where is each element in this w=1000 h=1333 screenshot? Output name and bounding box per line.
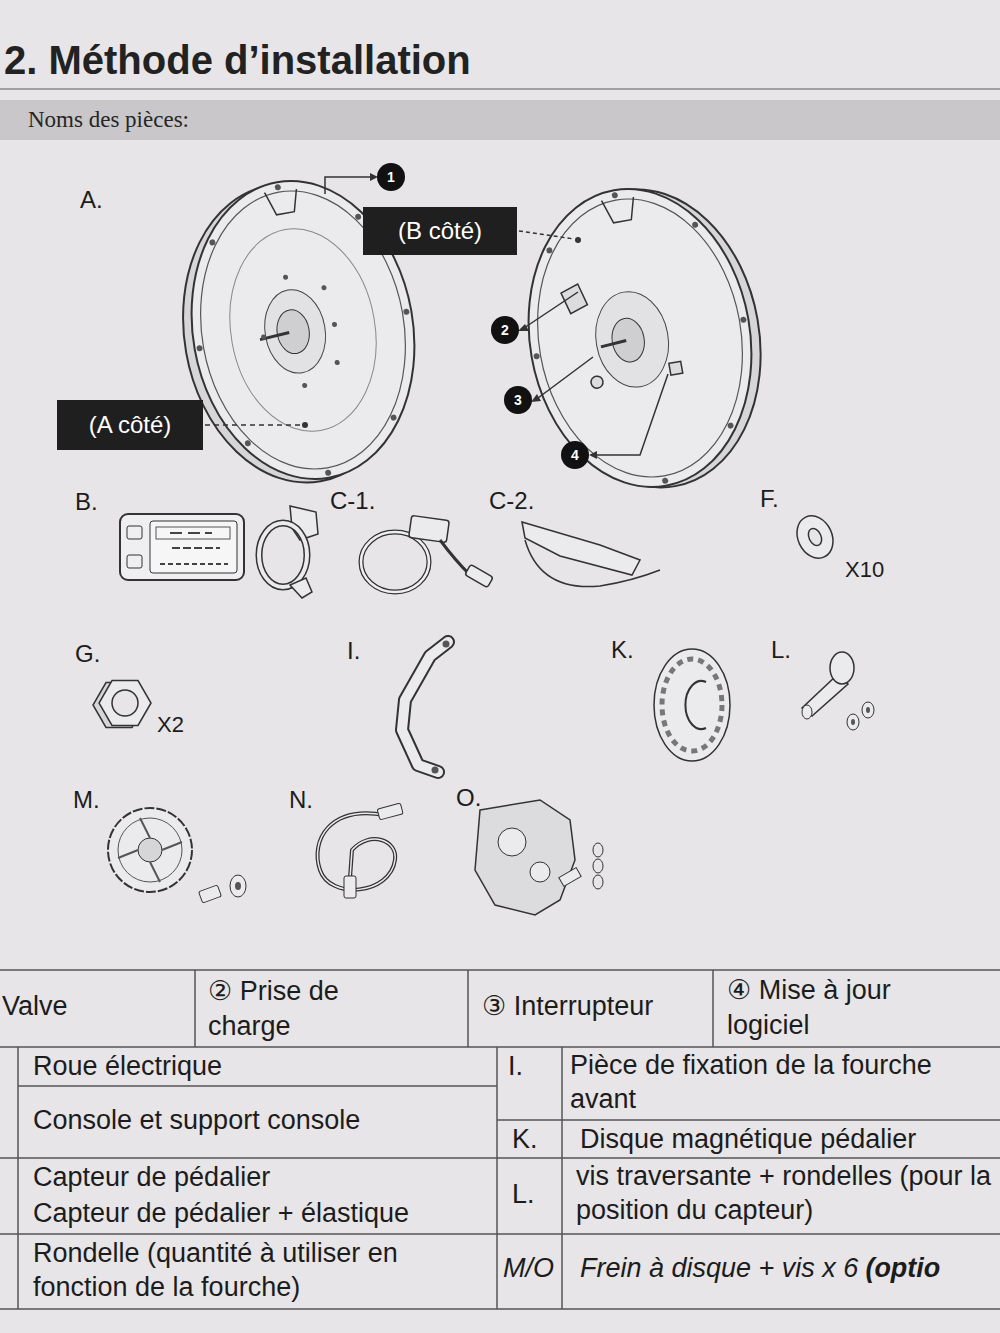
table-text: M/O xyxy=(503,1252,559,1284)
table-cell: Valve xyxy=(2,990,187,1022)
table-text: vis traversante + rondelles (pour la pos… xyxy=(576,1160,994,1228)
callout-label: 4 xyxy=(561,441,589,469)
title-box: 2. Méthode d’installation xyxy=(4,38,471,83)
part-letter-box: K. xyxy=(611,636,634,665)
table-text: ② Prise de charge xyxy=(208,974,388,1044)
part-label: B. xyxy=(75,488,98,517)
table-text: Valve xyxy=(2,990,187,1022)
table-text: Console et support console xyxy=(33,1104,488,1136)
node-label: (A côté) xyxy=(89,411,172,439)
side-tag: (B côté) xyxy=(363,207,517,255)
part-letter-box: C-1. xyxy=(330,487,375,516)
part-label: G. xyxy=(75,640,100,669)
table-text: Capteur de pédalier xyxy=(33,1161,488,1193)
table-text: L. xyxy=(512,1178,558,1210)
table-text: (optio xyxy=(865,1252,940,1284)
part-letter-box: A. xyxy=(80,186,103,215)
part-label: I. xyxy=(347,637,360,666)
part-label: M. xyxy=(73,786,100,815)
part-label: N. xyxy=(289,786,313,815)
table-cell: L. xyxy=(512,1178,558,1210)
table-text: Rondelle (quantité à utiliser en fonctio… xyxy=(33,1237,488,1305)
table-cell: Disque magnétique pédalier xyxy=(580,1123,994,1155)
table-text: I. xyxy=(508,1050,558,1082)
table-text: ④ Mise à jour logiciel xyxy=(727,973,947,1043)
table-cell: ③ Interrupteur xyxy=(482,990,708,1022)
table-cell: Frein à disque + vis x 6 xyxy=(580,1252,858,1284)
table-cell: Capteur de pédalier xyxy=(33,1161,488,1193)
part-letter-box: L. xyxy=(771,636,791,665)
part-label: C-1. xyxy=(330,487,375,516)
callout-number: 4 xyxy=(561,441,589,469)
page-title: 2. Méthode d’installation xyxy=(4,38,471,83)
part-letter-box: C-2. xyxy=(489,487,534,516)
callout-label: 2 xyxy=(491,316,519,344)
part-label: X10 xyxy=(845,557,884,583)
node-label: (B côté) xyxy=(398,217,482,245)
part-letter-box: M. xyxy=(73,786,100,815)
part-letter-box: X10 xyxy=(845,557,884,583)
callout-number: 1 xyxy=(377,163,405,191)
table-cell: Pièce de fixation de la fourche avant xyxy=(570,1049,994,1117)
part-label: C-2. xyxy=(489,487,534,516)
node-label: Noms des pièces: xyxy=(0,100,1000,140)
table-text: Disque magnétique pédalier xyxy=(580,1123,994,1155)
table-text: Pièce de fixation de la fourche avant xyxy=(570,1049,994,1117)
part-label: X2 xyxy=(157,712,184,738)
callout-number: 3 xyxy=(504,386,532,414)
table-cell: Rondelle (quantité à utiliser en fonctio… xyxy=(33,1237,488,1305)
section-band: Noms des pièces: xyxy=(0,100,1000,140)
table-cell: I. xyxy=(508,1050,558,1082)
table-cell: Capteur de pédalier + élastique xyxy=(33,1197,488,1229)
part-letter-box: G. xyxy=(75,640,100,669)
table-text: Capteur de pédalier + élastique xyxy=(33,1197,488,1229)
table-cell: vis traversante + rondelles (pour la pos… xyxy=(576,1160,994,1228)
table-cell: Roue électrique xyxy=(33,1050,488,1082)
table-cell: Console et support console xyxy=(33,1104,488,1136)
part-label: A. xyxy=(80,186,103,215)
table-text: ③ Interrupteur xyxy=(482,990,708,1022)
part-label: F. xyxy=(760,485,779,514)
part-letter-box: B. xyxy=(75,488,98,517)
table-cell: ② Prise de charge xyxy=(208,974,388,1044)
part-letter-box: X2 xyxy=(157,712,184,738)
part-letter-box: N. xyxy=(289,786,313,815)
table-cell: M/O xyxy=(503,1252,559,1284)
table-text: Frein à disque + vis x 6 xyxy=(580,1252,858,1284)
table-cell: K. xyxy=(512,1123,558,1155)
part-label: L. xyxy=(771,636,791,665)
part-label: K. xyxy=(611,636,634,665)
callout-label: 1 xyxy=(377,163,405,191)
table-cell: ④ Mise à jour logiciel xyxy=(727,973,947,1043)
part-letter-box: I. xyxy=(347,637,360,666)
side-tag: (A côté) xyxy=(57,400,203,450)
callout-number: 2 xyxy=(491,316,519,344)
part-letter-box: F. xyxy=(760,485,779,514)
part-letter-box: O. xyxy=(456,784,481,813)
part-label: O. xyxy=(456,784,481,813)
table-text: K. xyxy=(512,1123,558,1155)
table-text: Roue électrique xyxy=(33,1050,488,1082)
callout-label: 3 xyxy=(504,386,532,414)
table-cell: (optio xyxy=(865,1252,940,1284)
